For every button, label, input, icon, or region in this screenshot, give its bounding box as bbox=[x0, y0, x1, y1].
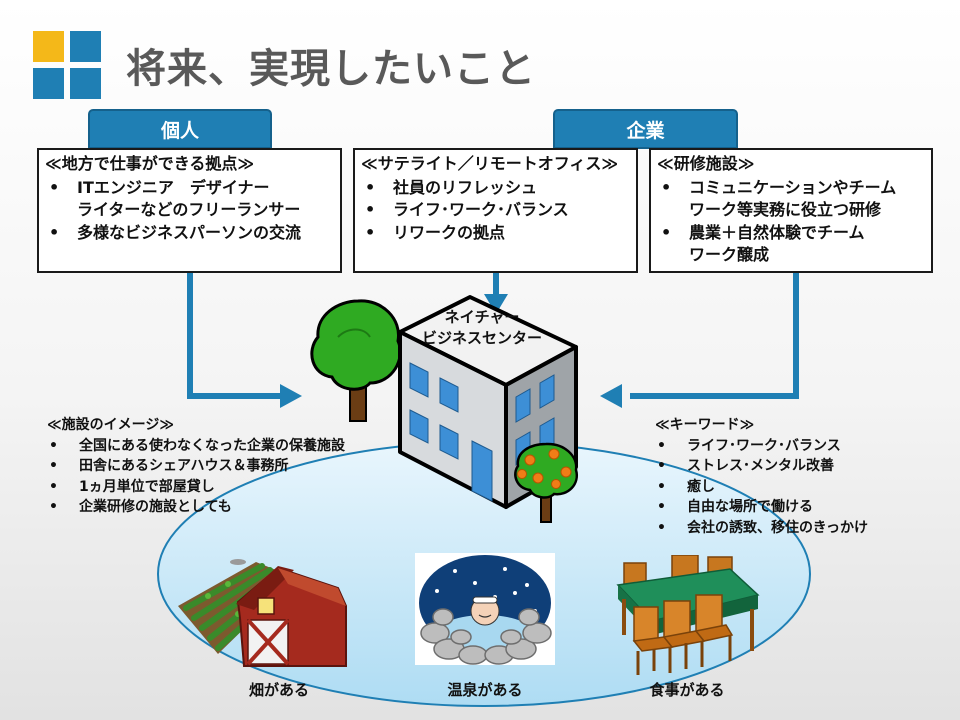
list-item: コミュニケーションやチーム bbox=[657, 177, 925, 200]
page-title: 将来、実現したいこと bbox=[126, 46, 536, 92]
keywords-list: ≪キーワード≫ ライフ･ワーク･バランス ストレス･メンタル改善 癒し 自由な場… bbox=[655, 415, 935, 538]
list-item: 癒し bbox=[655, 477, 935, 498]
facility-heading: ≪施設のイメージ≫ bbox=[47, 417, 175, 433]
box-heading: ≪サテライト／リモートオフィス≫ bbox=[361, 154, 619, 173]
dining-table-icon bbox=[616, 555, 760, 675]
list-item: ライフ･ワーク･バランス bbox=[655, 436, 935, 457]
arrow-left-head bbox=[280, 384, 302, 408]
onsen-icon bbox=[415, 553, 555, 665]
list-item: ストレス･メンタル改善 bbox=[655, 456, 935, 477]
box-heading: ≪研修施設≫ bbox=[657, 154, 755, 173]
list-item: ライフ･ワーク･バランス bbox=[361, 199, 630, 222]
farm-barn-icon bbox=[178, 559, 347, 667]
caption-onsen: 温泉がある bbox=[447, 681, 523, 699]
list-item: ワーク等実務に役立つ研修 bbox=[689, 200, 882, 219]
tab-company: 企業 bbox=[553, 109, 738, 149]
list-item: 農業＋自然体験でチーム bbox=[657, 222, 925, 245]
arrow-right-path bbox=[630, 272, 799, 399]
list-item: 田舎にあるシェアハウス＆事務所 bbox=[47, 456, 387, 477]
caption-meal: 食事がある bbox=[649, 681, 725, 699]
list-item: 多様なビジネスパーソンの交流 bbox=[45, 222, 334, 245]
arrow-right-head bbox=[600, 384, 622, 408]
fruit-tree-icon bbox=[514, 442, 579, 523]
building-label: ネイチャー ビジネスセンター bbox=[404, 307, 560, 349]
list-item: ITエンジニア デザイナー bbox=[45, 177, 334, 200]
list-item: 自由な場所で働ける bbox=[655, 497, 935, 518]
list-item: 1ヵ月単位で部屋貸し bbox=[47, 477, 387, 498]
box-regional-base: ≪地方で仕事ができる拠点≫ ITエンジニア デザイナー ライターなどのフリーラン… bbox=[37, 148, 342, 273]
logo-icon bbox=[33, 31, 101, 99]
list-item: 会社の誘致、移住のきっかけ bbox=[655, 518, 935, 539]
box-heading: ≪地方で仕事ができる拠点≫ bbox=[45, 154, 255, 173]
box-satellite-office: ≪サテライト／リモートオフィス≫ 社員のリフレッシュ ライフ･ワーク･バランス … bbox=[353, 148, 638, 273]
list-item: ワーク醸成 bbox=[689, 245, 770, 264]
building-label-line2: ビジネスセンター bbox=[421, 329, 542, 347]
list-item: リワークの拠点 bbox=[361, 222, 630, 245]
keywords-heading: ≪キーワード≫ bbox=[655, 417, 755, 433]
list-item: ライターなどのフリーランサー bbox=[77, 200, 301, 219]
facility-image-list: ≪施設のイメージ≫ 全国にある使わなくなった企業の保養施設 田舎にあるシェアハウ… bbox=[47, 415, 387, 518]
box-training-facility: ≪研修施設≫ コミュニケーションやチーム ワーク等実務に役立つ研修 農業＋自然体… bbox=[649, 148, 933, 273]
building-label-line1: ネイチャー bbox=[444, 308, 520, 326]
list-item: 社員のリフレッシュ bbox=[361, 177, 630, 200]
list-item: 全国にある使わなくなった企業の保養施設 bbox=[47, 436, 387, 457]
list-item: 企業研修の施設としても bbox=[47, 497, 387, 518]
caption-farm: 畑がある bbox=[248, 681, 309, 699]
building-icon bbox=[398, 295, 578, 509]
tab-personal: 個人 bbox=[88, 109, 272, 149]
arrow-left-path bbox=[187, 272, 282, 399]
arrow-center-head bbox=[484, 294, 508, 314]
